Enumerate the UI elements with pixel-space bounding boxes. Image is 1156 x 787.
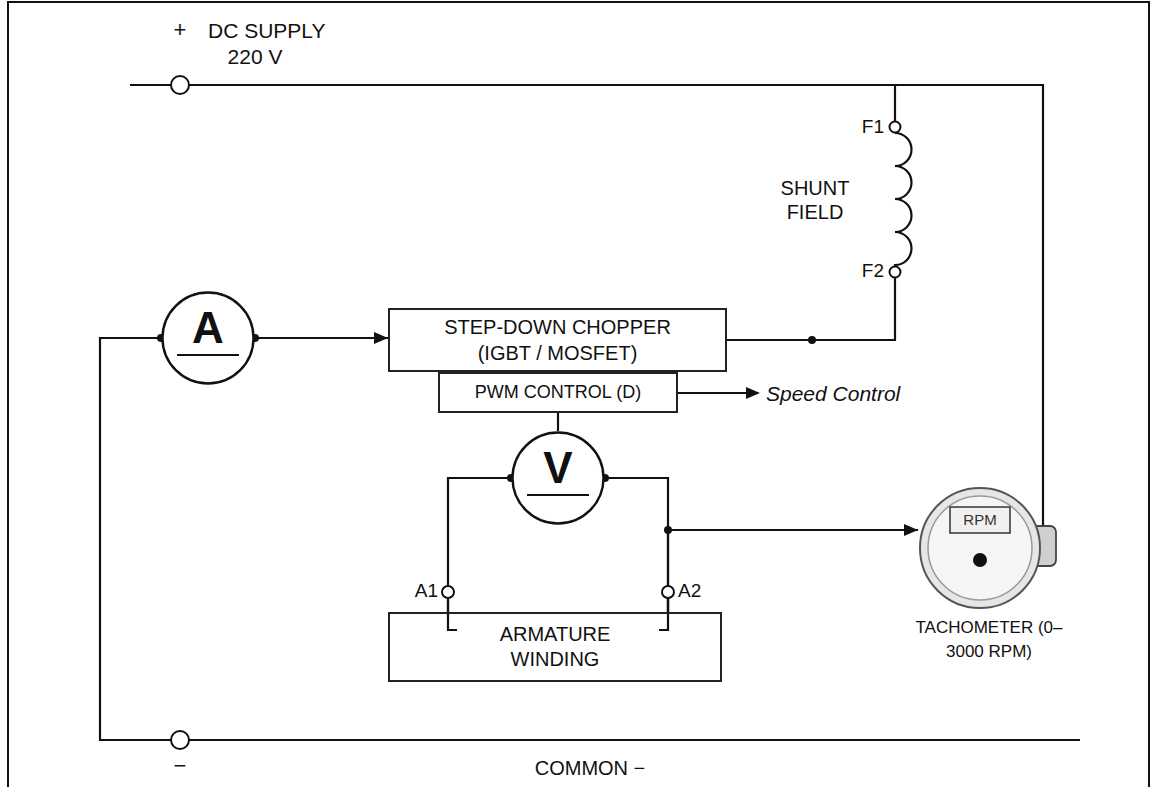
tachometer-gauge: RPMTACHOMETER (0–3000 RPM) <box>918 486 1060 610</box>
wire-connector <box>605 478 668 612</box>
meter-letter: A <box>192 306 224 350</box>
common-rail <box>100 338 1080 740</box>
frame <box>8 2 1149 787</box>
meter-letter: V <box>543 446 572 490</box>
wire-label: A1 <box>415 580 438 603</box>
box-text: PWM CONTROL (D) <box>475 381 641 404</box>
supply-terminal <box>171 76 189 94</box>
wire-label: COMMON − <box>535 756 646 780</box>
wire-label: 220 V <box>228 44 283 69</box>
wire-label: A2 <box>678 580 701 603</box>
field-terminal <box>890 267 901 278</box>
box-text: ARMATURE WINDING <box>495 622 615 672</box>
wire-connector <box>668 530 918 612</box>
wire-connector <box>448 478 511 612</box>
display-text: RPM <box>950 507 1010 533</box>
speed-control-line <box>678 392 748 394</box>
chopper-output-wire <box>727 278 895 340</box>
control-box: PWM CONTROL (D) <box>438 372 678 413</box>
voltmeter-symbol: V <box>511 431 605 525</box>
junction-dot <box>808 336 816 344</box>
armature-box: ARMATURE WINDING <box>388 612 722 682</box>
armature-terminal <box>662 586 674 598</box>
ammeter-symbol: A <box>161 291 255 385</box>
positive-rail <box>130 85 1043 526</box>
wire-connector <box>255 337 388 339</box>
shunt-field-coil <box>895 133 912 266</box>
field-terminal <box>890 122 901 133</box>
box-text: STEP-DOWN CHOPPER <box>444 314 671 340</box>
wire-label: DC SUPPLY <box>208 18 325 43</box>
junction-dot <box>664 526 672 534</box>
arrow-head <box>746 387 760 399</box>
wire-label: + <box>174 17 187 43</box>
wire-label: F2 <box>862 260 884 283</box>
field-feed-wire <box>894 85 896 121</box>
wire-label: SHUNT FIELD <box>765 176 865 224</box>
gauge-outline <box>918 486 1060 610</box>
supply-terminal <box>171 731 189 749</box>
a1-bracket <box>448 598 457 630</box>
wire-label: F1 <box>862 116 884 139</box>
box-text: (IGBT / MOSFET) <box>478 340 638 366</box>
a2-bracket <box>659 598 668 630</box>
wire-label: − <box>174 753 187 779</box>
process-box: STEP-DOWN CHOPPER(IGBT / MOSFET) <box>388 308 727 372</box>
wire-connector <box>557 413 559 431</box>
gauge-caption: TACHOMETER (0–3000 RPM) <box>914 616 1064 664</box>
armature-terminal <box>442 586 454 598</box>
wire-label: Speed Control <box>766 381 900 406</box>
